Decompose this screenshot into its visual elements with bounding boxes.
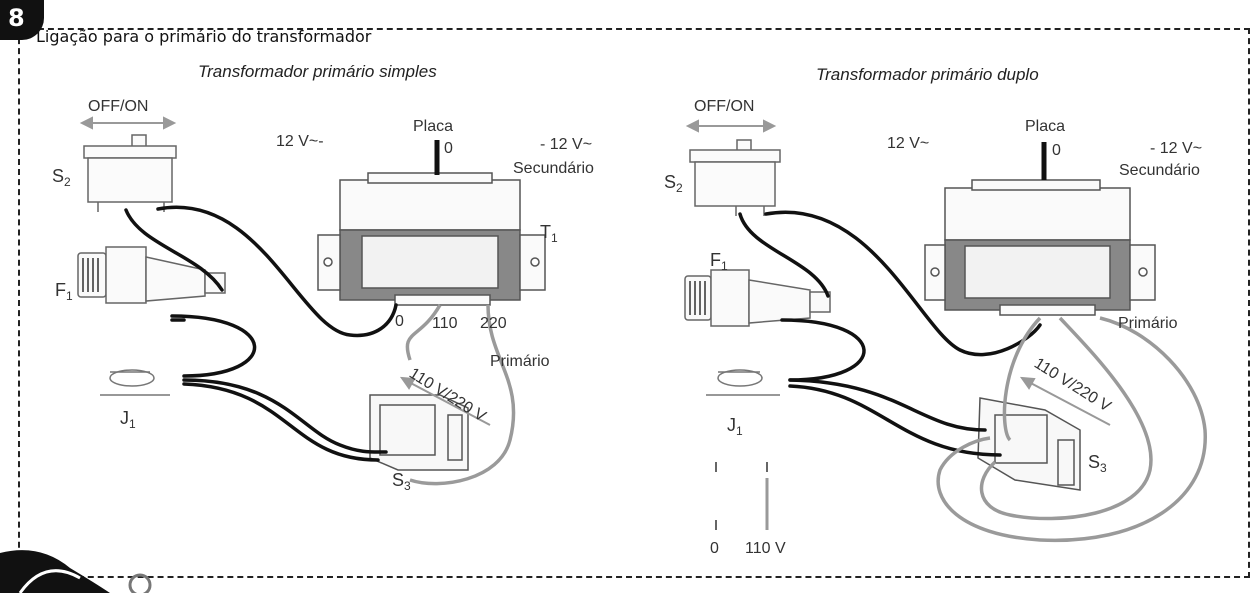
figure-number: 8 xyxy=(8,4,25,32)
plate-zero-right: 0 xyxy=(1052,142,1061,159)
off-on-arrow-left xyxy=(79,116,177,130)
jack-j1-left xyxy=(100,369,170,396)
selector-arrow-left xyxy=(399,376,491,426)
switch-s3-right xyxy=(977,397,1081,491)
t1-label-left: T1 xyxy=(540,222,558,245)
s2-label-right: S2 xyxy=(664,172,683,195)
wires-gray-right xyxy=(936,316,1207,543)
wires-black-right xyxy=(738,210,1042,457)
j1-label-left: J1 xyxy=(120,408,136,431)
switch-s2-right xyxy=(689,139,781,216)
transformer-t1-left xyxy=(317,172,546,306)
s3-label-left: S3 xyxy=(392,470,411,493)
off-on-label-right: OFF/ON xyxy=(694,98,755,115)
corner-decoration xyxy=(0,550,152,593)
transformer-right xyxy=(924,179,1156,316)
off-on-label-left: OFF/ON xyxy=(88,98,149,115)
wires-black-left xyxy=(124,205,398,462)
voltage-left-label-left: 12 V~- xyxy=(276,133,324,150)
fuse-f1-left xyxy=(77,246,226,304)
figure-number-badge: 8 xyxy=(0,0,44,40)
left-panel-title: Transformador primário simples xyxy=(198,62,437,81)
wire-gray-left xyxy=(405,304,516,486)
voltage-right-label-right: - 12 V~ xyxy=(1150,140,1203,157)
f1-label-left: F1 xyxy=(55,280,73,303)
primary-label-left: Primário xyxy=(490,353,550,370)
voltage-right-label-left: - 12 V~ xyxy=(540,136,593,153)
fuse-f1-right xyxy=(684,269,831,327)
secondary-label-right: Secundário xyxy=(1119,162,1200,179)
dashed-frame xyxy=(18,28,1250,578)
s2-label-left: S2 xyxy=(52,166,71,189)
j1-label-right: J1 xyxy=(727,415,743,438)
off-on-arrow-right xyxy=(685,119,777,133)
bottom-0-label-right: 0 xyxy=(710,540,719,557)
bottom-110-label-right: 110 V xyxy=(745,540,786,557)
bottom-ticks xyxy=(715,462,769,530)
jack-j1-right xyxy=(706,369,780,396)
selector-arrow-right xyxy=(1019,376,1111,426)
voltage-left-label-right: 12 V~ xyxy=(887,135,930,152)
plate-zero-left: 0 xyxy=(444,140,453,157)
tap-220-label-left: 220 xyxy=(480,315,507,332)
secondary-label-left: Secundário xyxy=(513,160,594,177)
switch-s3-left xyxy=(369,394,469,471)
right-panel-title: Transformador primário duplo xyxy=(816,65,1039,84)
plate-label-right: Placa xyxy=(1025,118,1066,135)
tap-110-label-left: 110 xyxy=(432,315,458,332)
f1-label-right: F1 xyxy=(710,250,728,273)
tap-0-label-left: 0 xyxy=(395,313,404,330)
switch-s2-left xyxy=(83,134,177,212)
figure-heading: Ligação para o primário do transformador xyxy=(36,27,372,46)
primary-label-right: Primário xyxy=(1118,315,1178,332)
s3-label-right: S3 xyxy=(1088,452,1107,475)
plate-label-left: Placa xyxy=(413,118,454,135)
